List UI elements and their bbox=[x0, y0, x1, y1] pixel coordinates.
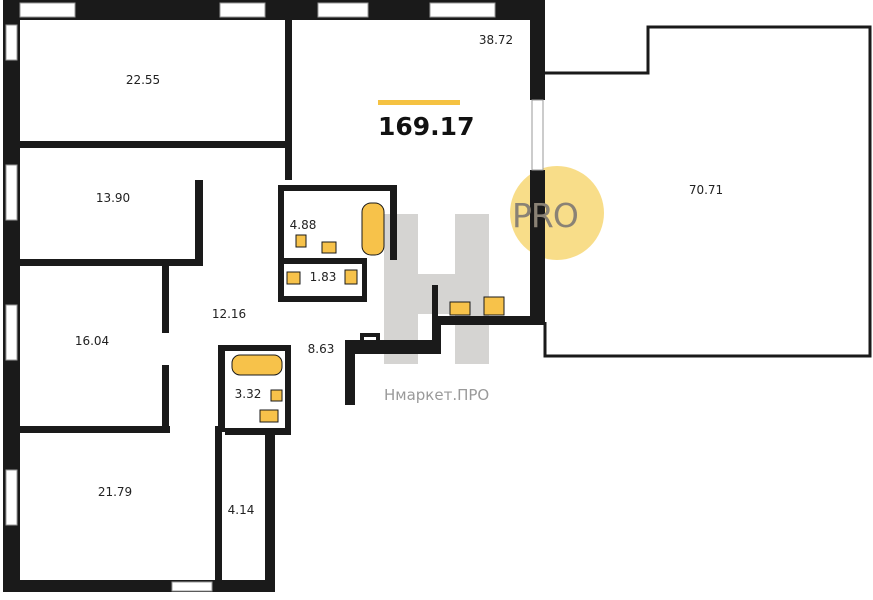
room-area-label: 12.16 bbox=[211, 307, 247, 321]
total-area: 169.17 bbox=[378, 112, 475, 141]
room-area-label: 8.63 bbox=[307, 342, 335, 356]
room-area-label: 21.79 bbox=[97, 485, 133, 499]
sink-icon bbox=[295, 234, 307, 248]
sink-icon bbox=[344, 269, 358, 285]
bathtub-icon bbox=[361, 202, 385, 256]
total-area-bar bbox=[378, 100, 460, 105]
bathtub-icon bbox=[231, 354, 283, 376]
room-area-label: 38.72 bbox=[478, 33, 514, 47]
room-area-label: 3.32 bbox=[234, 387, 262, 401]
sink-icon bbox=[259, 409, 279, 423]
room-area-label: 1.83 bbox=[309, 270, 337, 284]
terrace-outline bbox=[543, 25, 872, 358]
watermark-text: Нмаркет.ПРО bbox=[384, 386, 490, 404]
room-area-label: 4.88 bbox=[289, 218, 317, 232]
walls bbox=[3, 0, 545, 592]
room-area-label: 70.71 bbox=[688, 183, 724, 197]
room-area-label: 4.14 bbox=[227, 503, 255, 517]
toilet-icon bbox=[321, 241, 337, 254]
toilet-icon bbox=[270, 389, 283, 402]
room-area-label: 13.90 bbox=[95, 191, 131, 205]
kitchen-sink-icon bbox=[449, 301, 471, 316]
room-area-label: 16.04 bbox=[74, 334, 110, 348]
fixtures bbox=[231, 202, 505, 423]
room-area-label: 22.55 bbox=[125, 73, 161, 87]
windows bbox=[5, 2, 544, 592]
stove-icon bbox=[483, 296, 505, 316]
toilet-icon bbox=[286, 271, 301, 285]
pro-badge-text: PRO bbox=[512, 196, 579, 235]
